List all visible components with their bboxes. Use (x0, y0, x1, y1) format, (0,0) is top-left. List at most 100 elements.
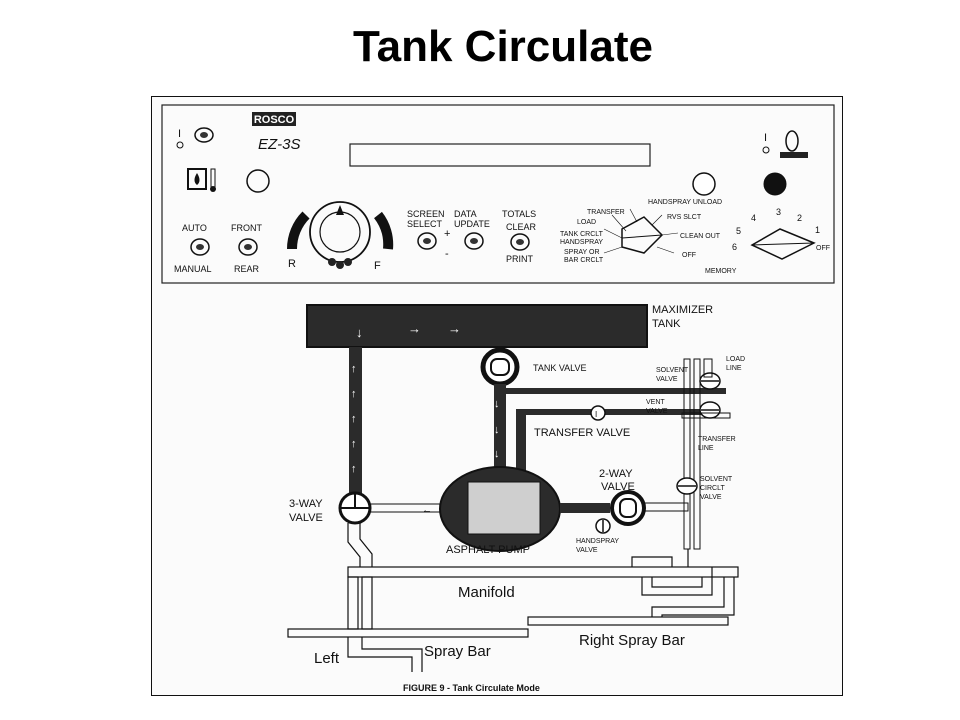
mode-off: OFF (682, 252, 696, 259)
diagram-svg: I ROSCO EZ-3S I AUTO (161, 104, 835, 693)
rear-label: REAR (234, 264, 260, 274)
return-pipe (349, 347, 362, 505)
indicator-light-open (692, 172, 716, 196)
three-way-drop-pipe-1 (347, 523, 361, 567)
mode-bar-crclt: BAR CRCLT (564, 257, 604, 264)
vent-valve-label-1: VENT (646, 399, 665, 406)
manifold-pipe (347, 566, 739, 578)
update-label: UPDATE (454, 219, 490, 229)
display-screen (349, 143, 651, 167)
model-name: EZ-3S (258, 136, 301, 153)
two-way-label-2: VALVE (601, 481, 635, 493)
two-way-outlet (643, 502, 689, 512)
load-line-stub (703, 358, 713, 378)
solvent-circlt-label-2: CIRCLT (700, 485, 725, 492)
down-arrow-3: ↓ (494, 448, 500, 460)
tank-to-pump-pipe (494, 384, 506, 476)
maximizer-tank (306, 304, 648, 348)
minus-label: - (445, 248, 449, 260)
mode-load: LOAD (577, 219, 596, 226)
select-label: SELECT (407, 219, 443, 229)
manifold-left-drop-1 (347, 576, 359, 630)
two-way-label-1: 2-WAY (599, 468, 633, 480)
memory-2: 2 (797, 213, 802, 223)
memory-6: 6 (732, 242, 737, 252)
load-line-label-2: LINE (726, 365, 742, 372)
power-toggle-left[interactable]: I (176, 127, 214, 149)
brand-logo (252, 112, 296, 126)
off-mark-left (176, 141, 184, 149)
transfer-pipe-horizontal (516, 409, 716, 415)
tank-temp-button[interactable] (246, 169, 270, 193)
print-label: PRINT (506, 254, 534, 264)
figure-caption: FIGURE 9 - Tank Circulate Mode (403, 683, 540, 693)
solvent-circlt-label-1: SOLVENT (700, 476, 733, 483)
pump-outlet-pipe (560, 503, 610, 513)
data-update-switch[interactable] (464, 232, 484, 250)
return-arrow-4: ↑ (351, 438, 357, 450)
left-spray-bar-pipe (287, 628, 529, 638)
left-label: Left (314, 650, 340, 667)
right-riser-pipe-1 (683, 358, 691, 550)
slide-title: Tank Circulate (353, 22, 653, 71)
right-spray-bar-label: Right Spray Bar (579, 632, 685, 649)
pump-speed-knob[interactable] (286, 201, 394, 269)
solvent-circlt-label-3: VALVE (700, 494, 722, 501)
down-arrow-1: ↓ (494, 398, 500, 410)
on-mark-left: I (178, 128, 181, 140)
solvent-valve-label-1: SOLVENT (656, 367, 689, 374)
data-label: DATA (454, 209, 477, 219)
plumbing-diagram: → → ↓ MAXIMIZER TANK ↑ ↑ ↑ ↑ ↑ TANK VALV… (287, 304, 745, 693)
mode-transfer: TRANSFER (587, 209, 625, 216)
tank-inlet-arrow: ↓ (356, 325, 363, 340)
pump-housing (467, 481, 541, 535)
tank-valve-label: TANK VALVE (533, 363, 587, 373)
load-line-pipe (506, 388, 726, 394)
transfer-valve[interactable] (590, 405, 606, 421)
tank-flow-arrow-2: → (448, 321, 461, 336)
transfer-line-pipe (681, 412, 731, 419)
panel-border (161, 104, 835, 284)
return-arrow-1: ↑ (351, 363, 357, 375)
right-riser-pipe-2 (693, 358, 701, 550)
vent-valve-label-2: VALVE (646, 408, 668, 415)
tank-flow-arrow-1: → (408, 321, 421, 336)
memory-label: MEMORY (705, 268, 737, 275)
memory-4: 4 (751, 213, 756, 223)
totals-label: TOTALS (502, 209, 536, 219)
transfer-line-label-1: TRANSFER (698, 436, 736, 443)
clear-label: CLEAR (506, 222, 537, 232)
on-mark-right: I (764, 132, 767, 144)
transfer-pipe-vertical (516, 409, 526, 479)
auto-manual-switch[interactable] (190, 238, 210, 256)
return-arrow-3: ↑ (351, 413, 357, 425)
off-mark-right (762, 146, 770, 154)
screen-label: SCREEN (407, 209, 445, 219)
solvent-valve-label-2: VALVE (656, 376, 678, 383)
memory-off: OFF (816, 245, 830, 252)
dial-f-label: F (374, 260, 381, 272)
mode-clean-out: CLEAN OUT (680, 233, 721, 240)
memory-3: 3 (776, 207, 781, 217)
mode-tank-crclt: TANK CRCLT (560, 231, 604, 238)
mode-handspray-unload: HANDSPRAY UNLOAD (648, 199, 722, 206)
transfer-line-label-2: LINE (698, 445, 714, 452)
memory-dial[interactable] (750, 228, 816, 260)
totals-switch[interactable] (510, 233, 530, 251)
memory-5: 5 (736, 226, 741, 236)
brand-text: ROSCO (254, 114, 295, 126)
screen-select-switch[interactable] (417, 232, 437, 250)
plus-label: + (444, 228, 450, 240)
spray-bar-label: Spray Bar (424, 643, 491, 660)
handspray-label-2: VALVE (576, 547, 598, 554)
tank-temp-icon (187, 168, 216, 192)
return-arrow-5: ↑ (351, 463, 357, 475)
mode-handspray: HANDSPRAY (560, 239, 603, 246)
manifold-left-drop-2 (361, 576, 373, 630)
handspray-label-1: HANDSPRAY (576, 538, 619, 545)
three-way-drop-pipe-2 (359, 523, 373, 567)
tank-label: TANK (652, 318, 681, 330)
mode-selector-dial[interactable] (603, 208, 679, 254)
front-rear-switch[interactable] (238, 238, 258, 256)
power-toggle-right[interactable]: I (762, 130, 808, 158)
